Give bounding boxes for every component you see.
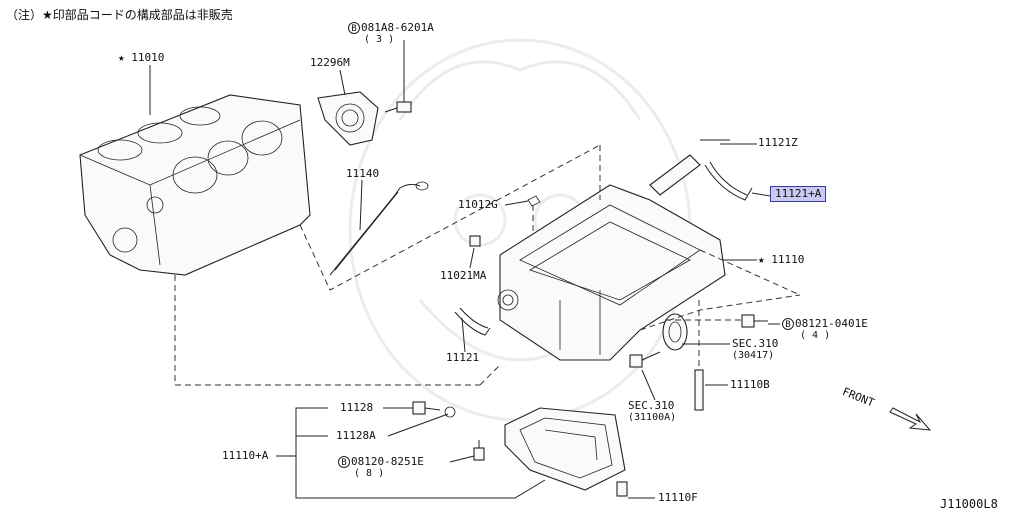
stud-11110b-drawing — [694, 300, 704, 411]
bolt-081a8-drawing — [384, 40, 412, 113]
label-11110b: 11110B — [730, 378, 770, 391]
label-08121-qty: ( 4 ) — [800, 330, 831, 341]
label-sec310-b: SEC.310 — [628, 399, 675, 412]
label-11021ma: 11021MA — [440, 269, 487, 282]
seal-30417-drawing — [662, 313, 688, 351]
leader-lines — [149, 65, 780, 499]
dashed-leader-lines — [174, 144, 801, 386]
rear-oil-seal-drawing — [317, 91, 379, 146]
dipstick-drawing — [329, 181, 429, 276]
label-sec310-b-ref: (31100A) — [628, 412, 677, 423]
bolt-11128-drawing — [412, 401, 456, 418]
label-11121a-highlighted[interactable]: 11121+A — [770, 186, 827, 202]
label-11140: 11140 — [346, 167, 380, 180]
bolt-08120-drawing — [473, 440, 485, 461]
label-11110: ★ 11110 — [758, 253, 805, 266]
label-11128a: 11128A — [336, 429, 376, 442]
label-12296m: 12296M — [310, 56, 350, 69]
bolt-31100a-drawing — [629, 351, 661, 368]
label-08120-qty: ( 8 ) — [354, 468, 385, 479]
label-11121: 11121 — [446, 351, 480, 364]
label-sec310-a-ref: (30417) — [732, 350, 775, 361]
diagram-note: （注）★印部品コードの構成部品は非販売 — [6, 8, 233, 22]
label-11010: ★ 11010 — [118, 51, 165, 64]
upper-oil-pan-drawing — [497, 184, 726, 361]
label-11110a: 11110+A — [222, 449, 269, 462]
label-11012g: 11012G — [458, 198, 498, 211]
label-11128: 11128 — [340, 401, 374, 414]
front-arrow-icon — [889, 407, 932, 431]
engine-block-drawing — [79, 94, 311, 276]
lower-oil-pan-drawing — [504, 407, 626, 491]
label-sec310-a: SEC.310 — [732, 337, 779, 350]
baffle-11121-drawing — [454, 307, 491, 336]
stud-11021ma-drawing — [469, 235, 481, 247]
bolt-08121-drawing — [741, 314, 768, 328]
label-11121z: 11121Z — [758, 136, 798, 149]
label-11110f: 11110F — [658, 491, 698, 504]
label-081a8-qty: ( 3 ) — [364, 34, 395, 45]
bracket-11121a-drawing — [704, 161, 753, 201]
pipe-11121z-drawing — [649, 139, 730, 196]
stud-11110f-drawing — [616, 481, 628, 497]
diagram-id: J11000L8 — [940, 497, 998, 511]
